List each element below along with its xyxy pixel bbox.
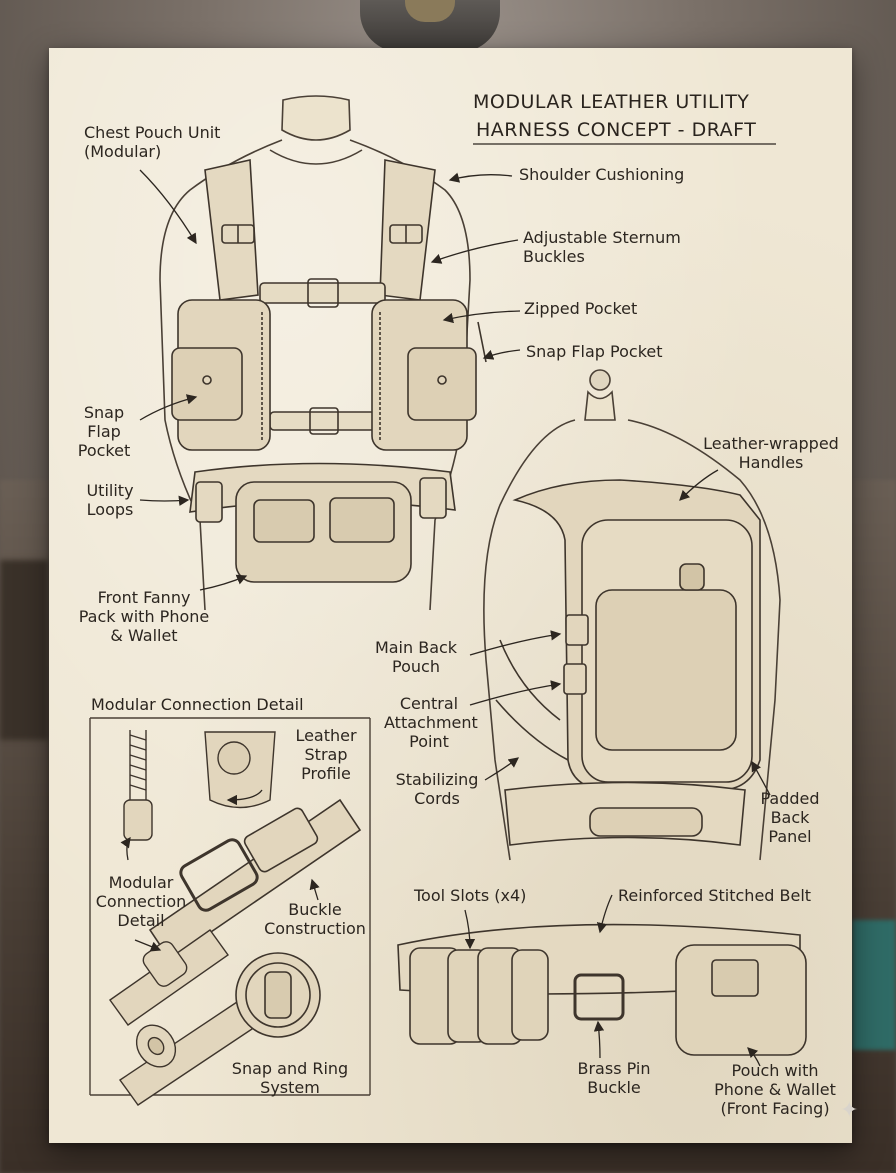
label-leather-strap-profile: Leather Strap Profile <box>295 726 357 783</box>
label-sternum-buckles: Adjustable Sternum Buckles <box>523 228 681 266</box>
label-stabilizing-cords: Stabilizing Cords <box>395 770 479 808</box>
label-fanny-pack: Front Fanny Pack with Phone & Wallet <box>78 588 210 645</box>
front-sternum-straps <box>259 278 386 435</box>
strap-clip-sketch <box>109 929 259 1106</box>
label-utility-loops: Utility Loops <box>86 481 134 519</box>
snap-ring-sketch <box>235 952 321 1038</box>
full-belt <box>397 923 807 1056</box>
background-teal-object <box>852 920 896 1050</box>
label-padded-back-panel: Padded Back Panel <box>760 789 820 846</box>
label-buckle-construction: Buckle Construction <box>264 900 366 938</box>
front-fanny-pack <box>235 481 412 583</box>
label-snap-flap-pocket-right: Snap Flap Pocket <box>526 342 663 361</box>
label-brass-buckle: Brass Pin Buckle <box>577 1059 651 1097</box>
label-snap-ring-system: Snap and Ring System <box>231 1059 349 1097</box>
label-central-attachment: Central Attachment Point <box>384 694 478 751</box>
label-reinforced-belt: Reinforced Stitched Belt <box>618 886 812 905</box>
background-lamp-knob <box>405 0 455 22</box>
label-pouch-phone-wallet: Pouch with Phone & Wallet (Front Facing) <box>714 1061 836 1118</box>
label-leather-handles: Leather-wrapped Handles <box>703 434 839 472</box>
back-mannequin <box>483 369 781 861</box>
section-title-modular-connection: Modular Connection Detail <box>91 695 304 714</box>
label-zipped-pocket: Zipped Pocket <box>524 299 638 318</box>
label-modular-connection-detail: Modular Connection Detail <box>95 873 187 930</box>
zipper-sketch <box>123 730 153 841</box>
label-snap-flap-pocket-left: Snap Flap Pocket <box>77 403 131 460</box>
back-pouch <box>495 479 761 791</box>
title-line-2: HARNESS CONCEPT - DRAFT <box>476 119 757 141</box>
snap-sketch <box>204 731 276 809</box>
label-tool-slots: Tool Slots (x4) <box>414 886 527 905</box>
sparkle-icon: ✦ <box>840 1098 859 1123</box>
connection-detail-box <box>89 717 371 1096</box>
front-shoulder-straps <box>204 159 436 301</box>
background-left-object <box>0 560 48 740</box>
buckle-sketch <box>148 798 362 962</box>
label-shoulder-cushioning: Shoulder Cushioning <box>519 165 685 184</box>
label-chest-pouch: Chest Pouch Unit (Modular) <box>84 123 221 161</box>
label-arrows <box>120 169 771 1067</box>
label-main-back-pouch: Main Back Pouch <box>374 638 458 676</box>
title-line-1: MODULAR LEATHER UTILITY <box>473 91 750 113</box>
back-belt <box>504 781 746 846</box>
front-chest-pouches <box>171 299 487 451</box>
